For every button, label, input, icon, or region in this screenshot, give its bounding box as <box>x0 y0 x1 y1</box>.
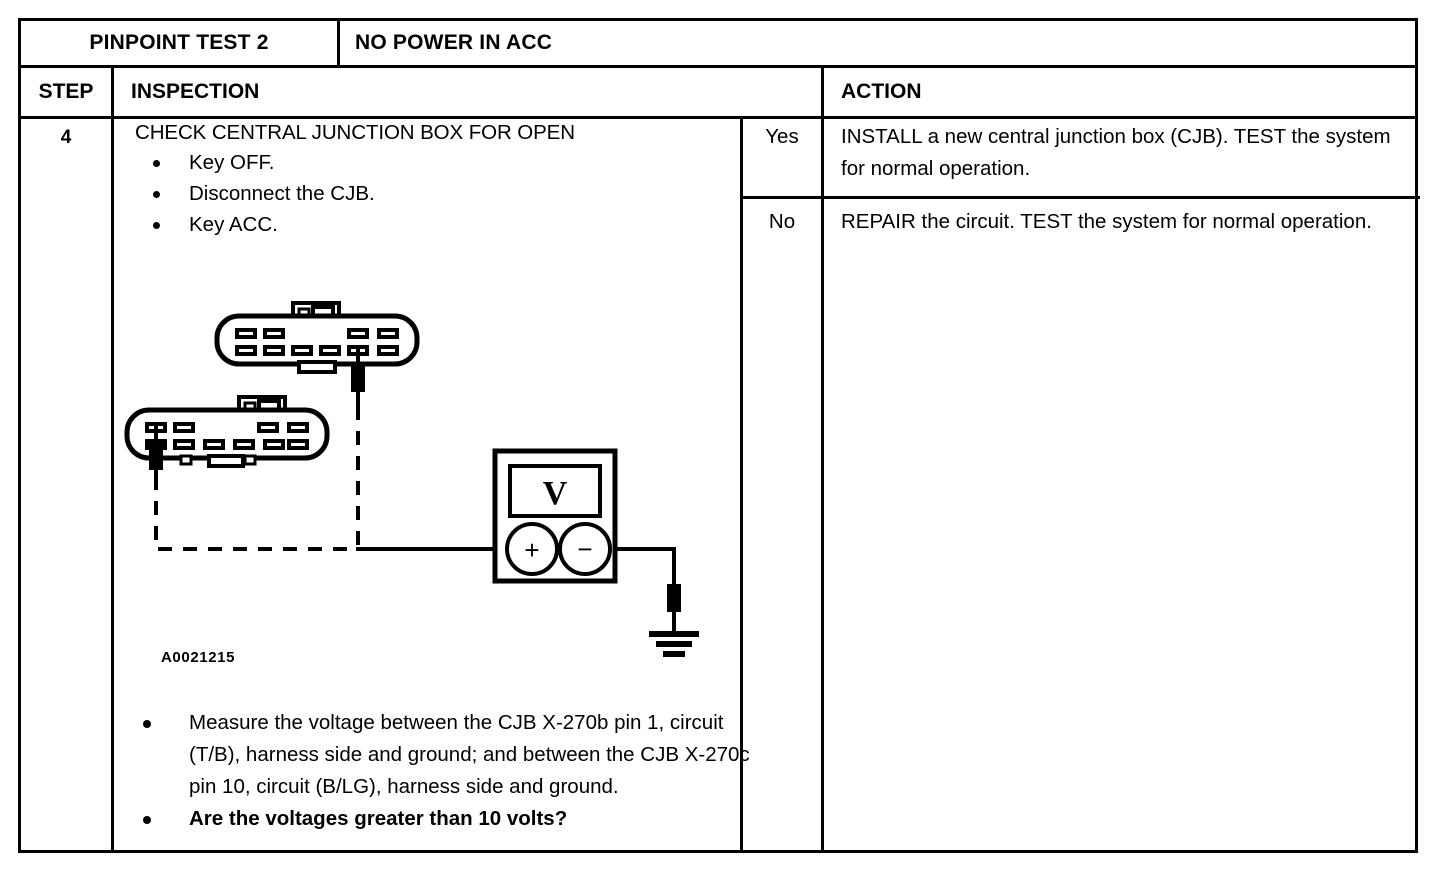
list-item: Key OFF. <box>131 147 729 178</box>
figure-reference-code: A0021215 <box>161 649 236 666</box>
lower-connector-icon <box>124 395 330 468</box>
title-row-bottom-rule <box>18 65 1418 68</box>
answer-label-no: No <box>768 210 796 233</box>
list-item: Disconnect the CJB. <box>131 178 729 209</box>
ground-symbol-icon <box>649 584 699 657</box>
header-action: ACTION <box>841 80 922 103</box>
circuit-schematic-svg: V + − <box>124 301 699 657</box>
lower-test-lead-wire <box>154 476 360 551</box>
title-column-divider <box>337 21 340 65</box>
meter-positive-terminal: + <box>524 535 539 565</box>
inspection-title: CHECK CENTRAL JUNCTION BOX FOR OPEN <box>135 121 575 144</box>
title-row: PINPOINT TEST 2 NO POWER IN ACC <box>21 21 1415 65</box>
list-item: Measure the voltage between the CJB X-27… <box>131 707 757 803</box>
measurement-bullet-list: Measure the voltage between the CJB X-27… <box>131 707 757 835</box>
yes-no-row-divider <box>740 196 1420 199</box>
meter-display-value: V <box>543 475 568 512</box>
upper-test-probe-icon <box>351 347 365 408</box>
ground-lead-wire <box>613 547 676 586</box>
inspection-yesno-divider <box>740 119 743 850</box>
header-step: STEP <box>38 80 94 103</box>
multimeter-icon: V + − <box>492 448 618 584</box>
list-item: Key ACC. <box>131 209 729 240</box>
action-text-yes: INSTALL a new central junction box (CJB)… <box>841 125 1391 180</box>
pinpoint-test-table: PINPOINT TEST 2 NO POWER IN ACC STEP INS… <box>18 18 1420 853</box>
step-column-divider <box>111 68 114 850</box>
yesno-action-divider <box>821 119 824 850</box>
upper-connector-icon <box>214 301 420 374</box>
pinpoint-test-label: PINPOINT TEST 2 <box>89 31 269 54</box>
inspection-bullet-list: Key OFF. Disconnect the CJB. Key ACC. <box>131 147 729 240</box>
meter-negative-terminal: − <box>577 534 592 564</box>
inspection-action-divider-header <box>821 68 824 116</box>
header-inspection: INSPECTION <box>131 80 260 103</box>
test-circuit-diagram: V + − <box>117 276 757 696</box>
step-number: 4 <box>60 127 72 148</box>
list-item-question: Are the voltages greater than 10 volts? <box>131 803 757 835</box>
pinpoint-test-name: NO POWER IN ACC <box>355 31 553 54</box>
header-row-bottom-rule <box>18 116 1418 119</box>
inspection-cell: CHECK CENTRAL JUNCTION BOX FOR OPEN Key … <box>117 121 741 240</box>
action-text-no: REPAIR the circuit. TEST the system for … <box>841 210 1372 233</box>
measurement-instructions: Measure the voltage between the CJB X-27… <box>117 707 757 835</box>
answer-label-yes: Yes <box>765 125 799 148</box>
